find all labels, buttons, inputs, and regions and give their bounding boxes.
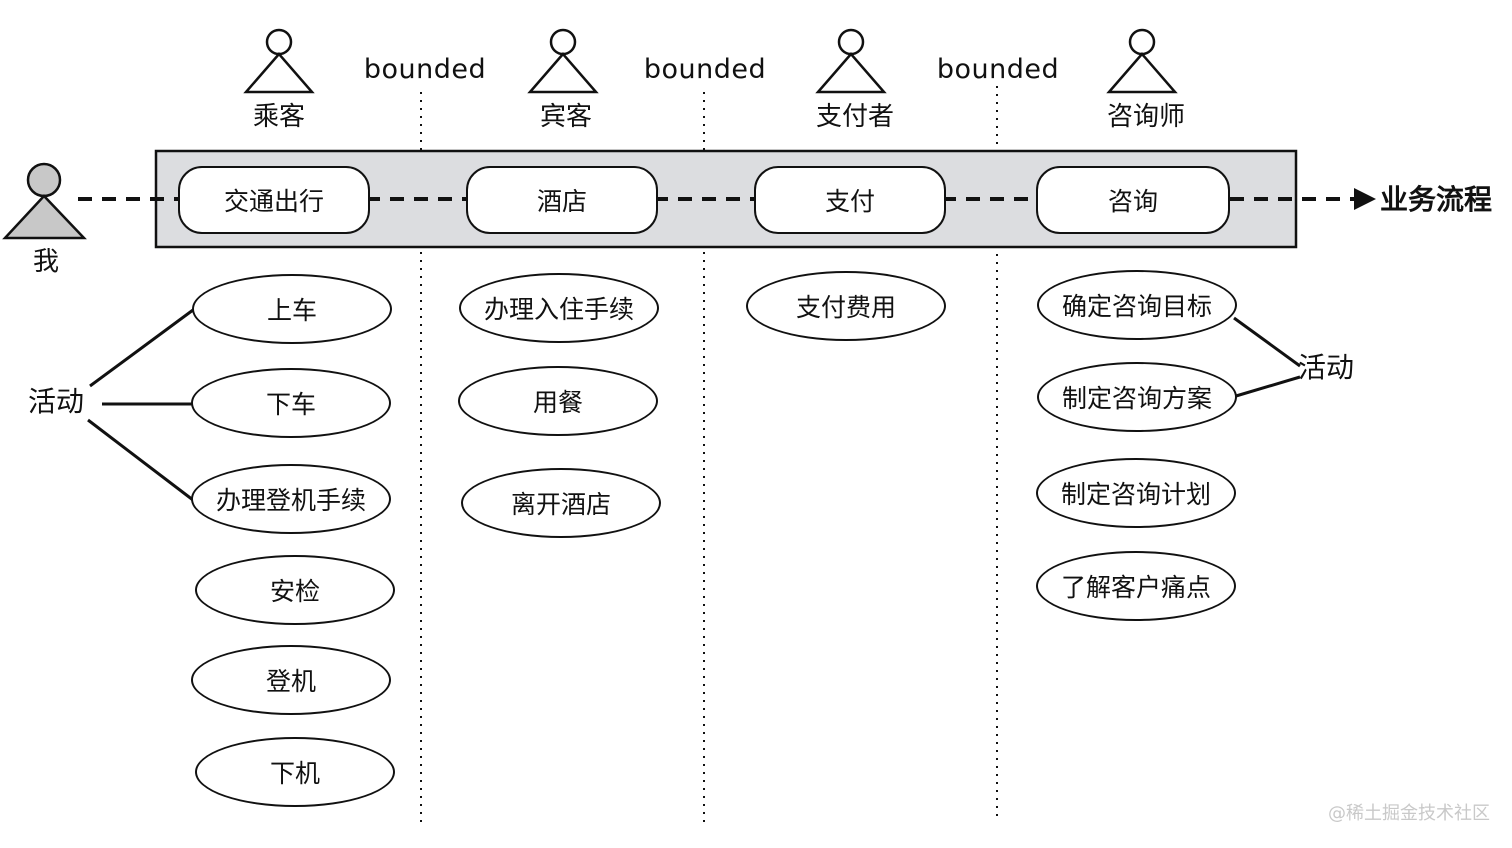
activity-oval: 制定咨询计划 <box>1036 458 1236 528</box>
flow-arrowhead <box>1354 188 1376 210</box>
activity-oval: 办理入住手续 <box>459 273 659 343</box>
activity-connector <box>87 418 194 502</box>
activity-oval: 办理登机手续 <box>191 464 391 534</box>
actor-label-payer: 支付者 <box>815 102 895 132</box>
bounded-label: bounded <box>363 54 487 85</box>
bounded-label: bounded <box>936 54 1060 85</box>
actor-figure-consultant <box>1106 28 1178 94</box>
process-step-payment: 支付 <box>754 166 946 234</box>
process-step-hotel: 酒店 <box>466 166 658 234</box>
actor-label-guest: 宾客 <box>539 102 593 132</box>
actor-figure-me <box>2 162 87 240</box>
actor-figure-guest <box>527 28 599 94</box>
activity-connector <box>1235 375 1301 398</box>
activity-oval: 离开酒店 <box>461 468 661 538</box>
activity-oval: 下机 <box>195 737 395 807</box>
watermark: @稀土掘金技术社区 <box>1328 803 1490 824</box>
activity-oval: 登机 <box>191 645 391 715</box>
actor-figure-payer <box>815 28 887 94</box>
actor-label-passenger: 乘客 <box>252 102 306 132</box>
activity-connector <box>89 308 194 388</box>
bounded-label: bounded <box>643 54 767 85</box>
actor-figure-passenger <box>243 28 315 94</box>
process-step-transport: 交通出行 <box>178 166 370 234</box>
activity-oval: 上车 <box>192 274 392 344</box>
activity-oval: 了解客户痛点 <box>1036 551 1236 621</box>
activity-oval: 下车 <box>191 368 391 438</box>
activity-oval: 安检 <box>195 555 395 625</box>
activity-label-right: 活动 <box>1298 351 1355 384</box>
activity-oval: 支付费用 <box>746 271 946 341</box>
activity-label-left: 活动 <box>28 385 85 418</box>
process-step-consulting: 咨询 <box>1036 166 1230 234</box>
flow-label: 业务流程 <box>1380 183 1493 216</box>
actor-label-consultant: 咨询师 <box>1106 102 1186 132</box>
activity-oval: 确定咨询目标 <box>1037 270 1237 340</box>
activity-oval: 用餐 <box>458 366 658 436</box>
activity-oval: 制定咨询方案 <box>1037 362 1237 432</box>
activity-connector <box>1233 316 1301 368</box>
actor-label-me: 我 <box>32 247 60 277</box>
